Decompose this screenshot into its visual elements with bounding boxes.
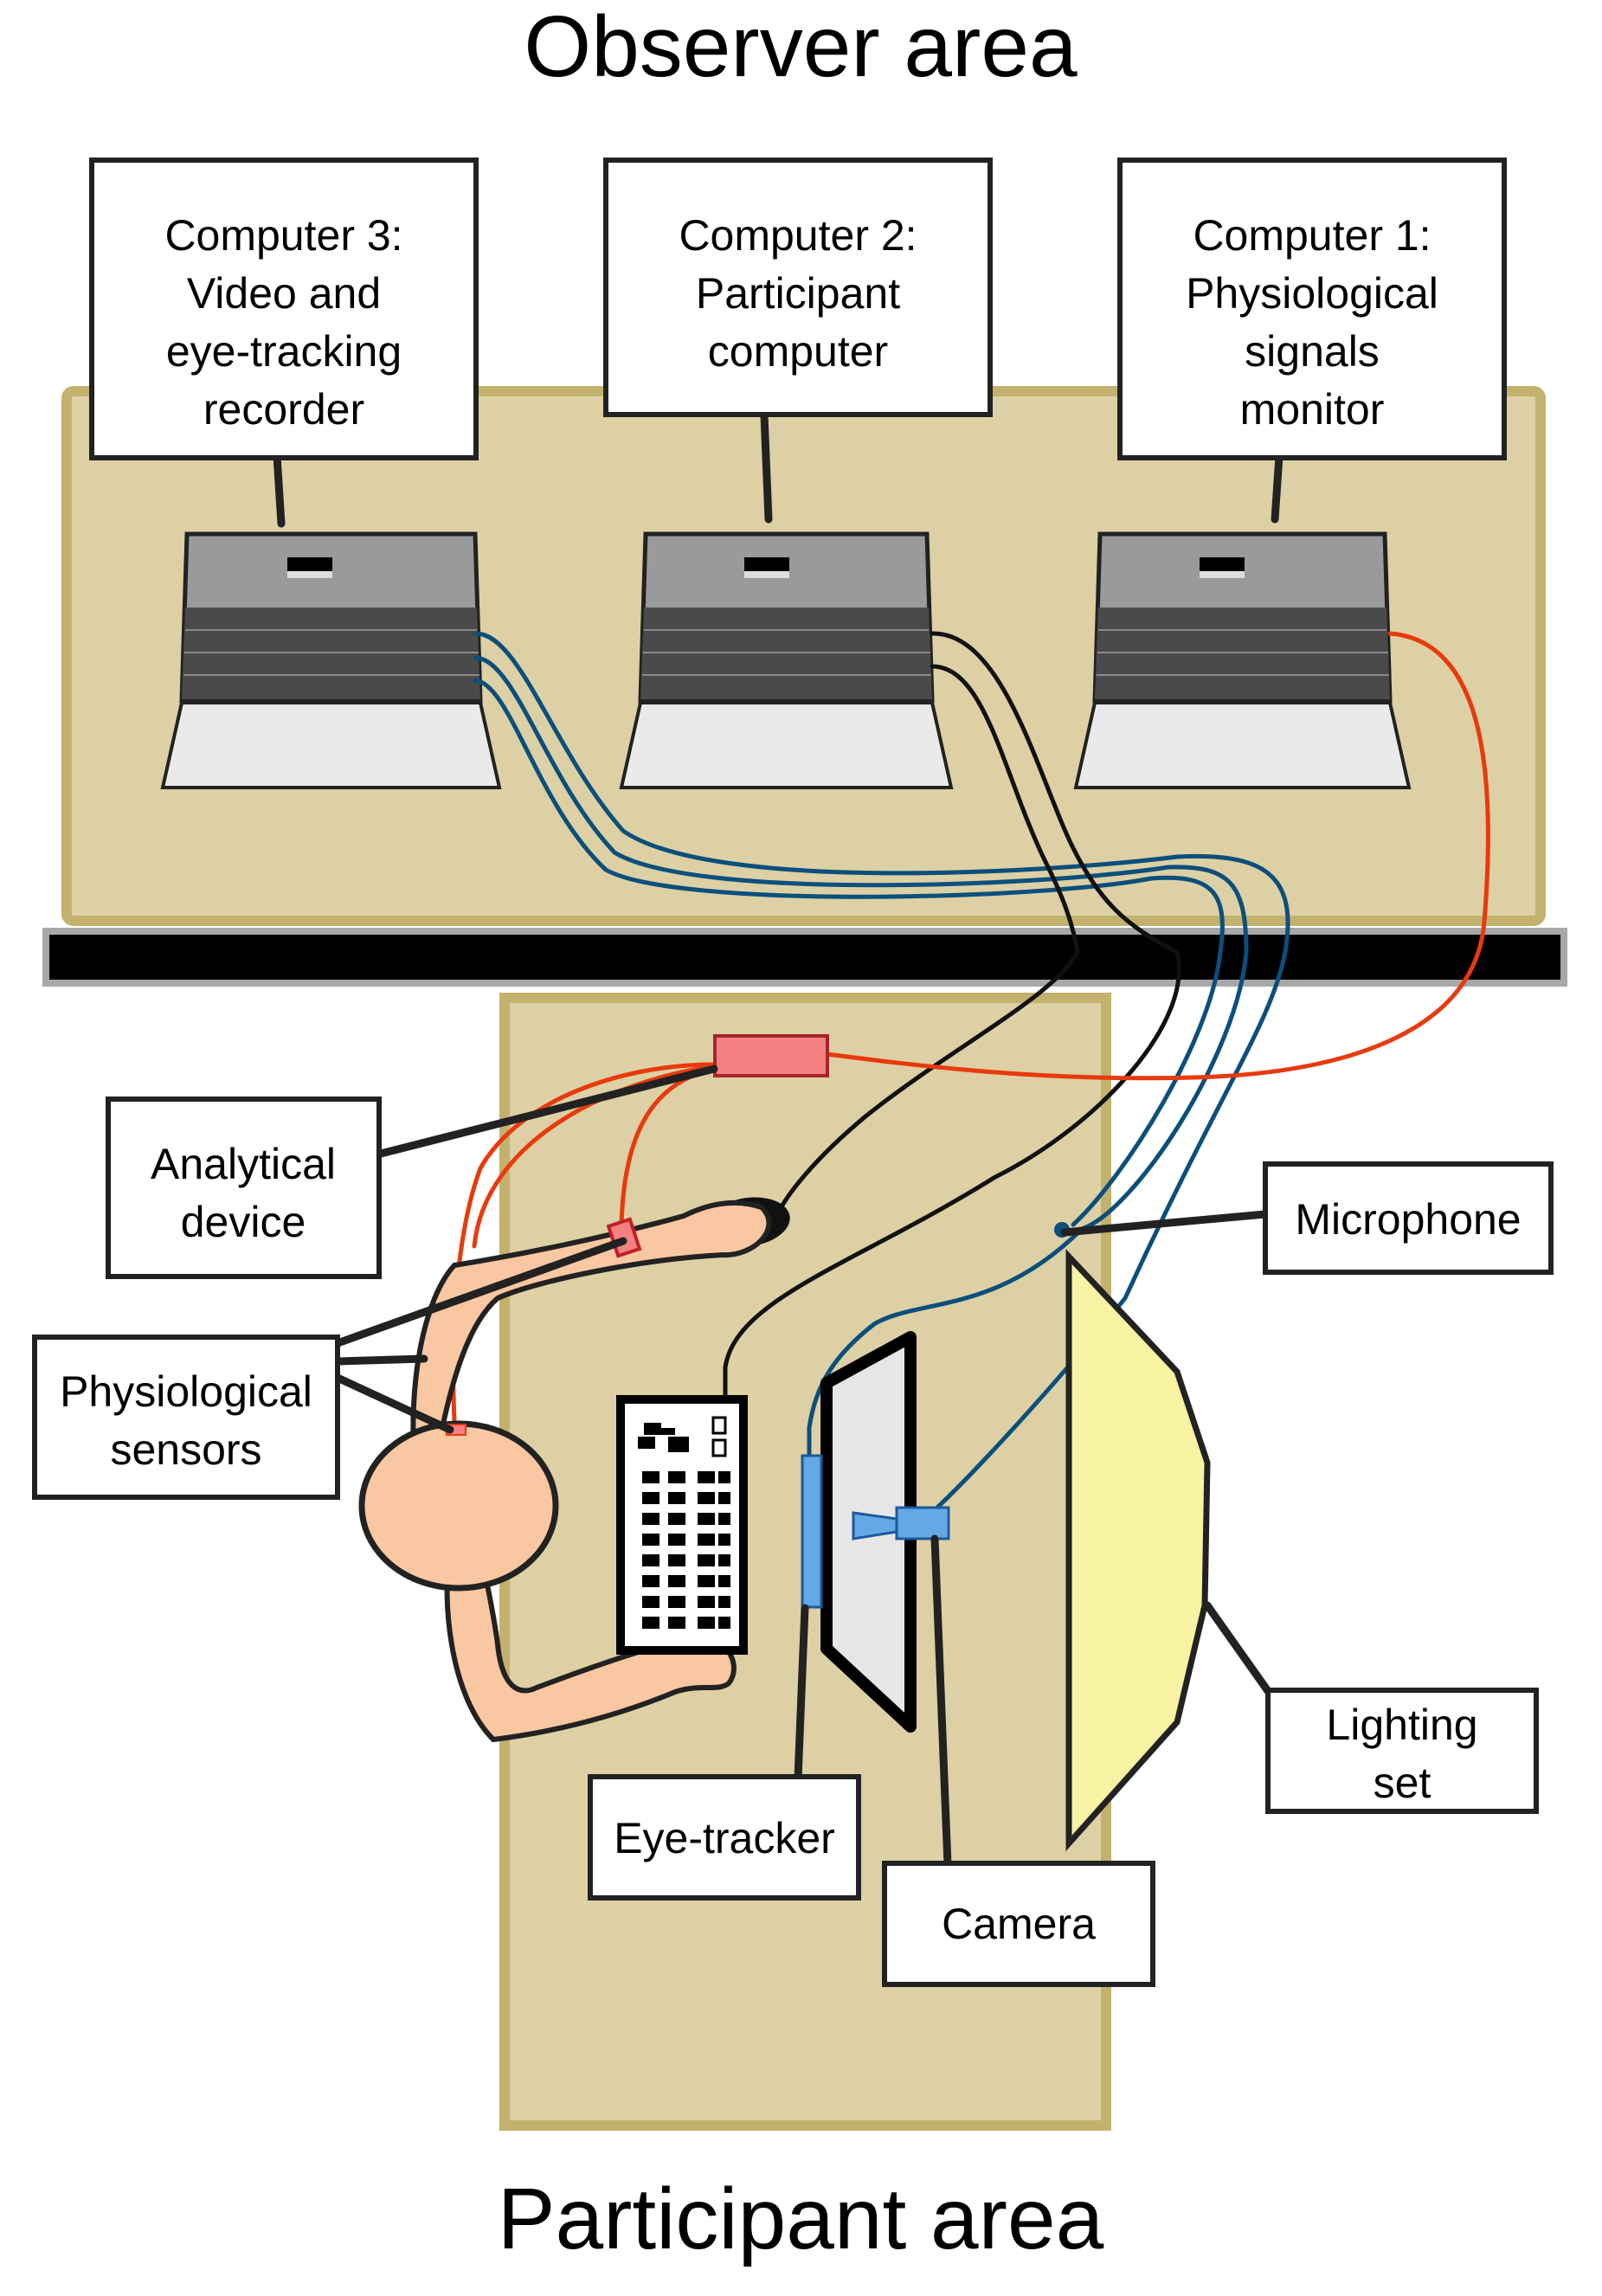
svg-text:Computer 3:: Computer 3: (164, 211, 402, 260)
svg-text:Analytical: Analytical (151, 1140, 336, 1188)
svg-text:Physiological: Physiological (1186, 269, 1438, 318)
svg-text:signals: signals (1245, 327, 1380, 376)
svg-text:Computer 1:: Computer 1: (1193, 211, 1431, 260)
label-eye-tracker: Eye-tracker (588, 1774, 861, 1900)
svg-text:Camera: Camera (942, 1900, 1096, 1948)
label-lighting-set: Lighting set (1265, 1688, 1539, 1814)
label-analytical-device: Analytical device (106, 1097, 382, 1279)
keyboard (616, 1395, 748, 1655)
svg-text:eye-tracking: eye-tracking (166, 327, 402, 376)
laptop-computer-1 (1073, 531, 1412, 789)
analytical-device (713, 1034, 829, 1077)
lighting-set (1065, 1249, 1211, 1852)
svg-text:Lighting: Lighting (1326, 1701, 1477, 1749)
partition-wall (42, 928, 1567, 987)
svg-text:monitor: monitor (1240, 385, 1385, 434)
svg-text:computer: computer (708, 327, 888, 376)
participant-head (358, 1420, 559, 1592)
observer-area-title: Observer area (524, 0, 1078, 95)
participant-area-title: Participant area (498, 2171, 1104, 2267)
eye-tracker-device (801, 1454, 823, 1609)
svg-text:set: set (1374, 1759, 1432, 1807)
label-computer-2: Computer 2: Participant computer (603, 158, 993, 417)
leader-lines (273, 411, 1284, 1869)
label-camera: Camera (882, 1861, 1155, 1987)
svg-text:recorder: recorder (203, 385, 364, 434)
svg-text:device: device (181, 1198, 306, 1246)
svg-text:Participant: Participant (696, 269, 900, 318)
label-computer-1: Computer 1: Physiological signals monito… (1117, 158, 1507, 460)
laptop-computer-2 (619, 531, 954, 789)
label-microphone: Microphone (1263, 1161, 1554, 1275)
svg-text:Eye-tracker: Eye-tracker (614, 1814, 835, 1862)
svg-text:Video and: Video and (187, 269, 381, 318)
svg-text:Computer 2:: Computer 2: (679, 211, 917, 260)
camera-device (852, 1506, 950, 1540)
lower-arm (444, 1545, 737, 1743)
svg-text:Physiological: Physiological (60, 1367, 312, 1416)
svg-text:Microphone: Microphone (1295, 1195, 1521, 1244)
svg-text:sensors: sensors (110, 1425, 261, 1474)
laptop-computer-3 (160, 531, 502, 789)
data-cables (723, 631, 1181, 1398)
label-computer-3: Computer 3: Video and eye-tracking recor… (89, 158, 479, 460)
label-physiological-sensors: Physiological sensors (32, 1335, 340, 1500)
